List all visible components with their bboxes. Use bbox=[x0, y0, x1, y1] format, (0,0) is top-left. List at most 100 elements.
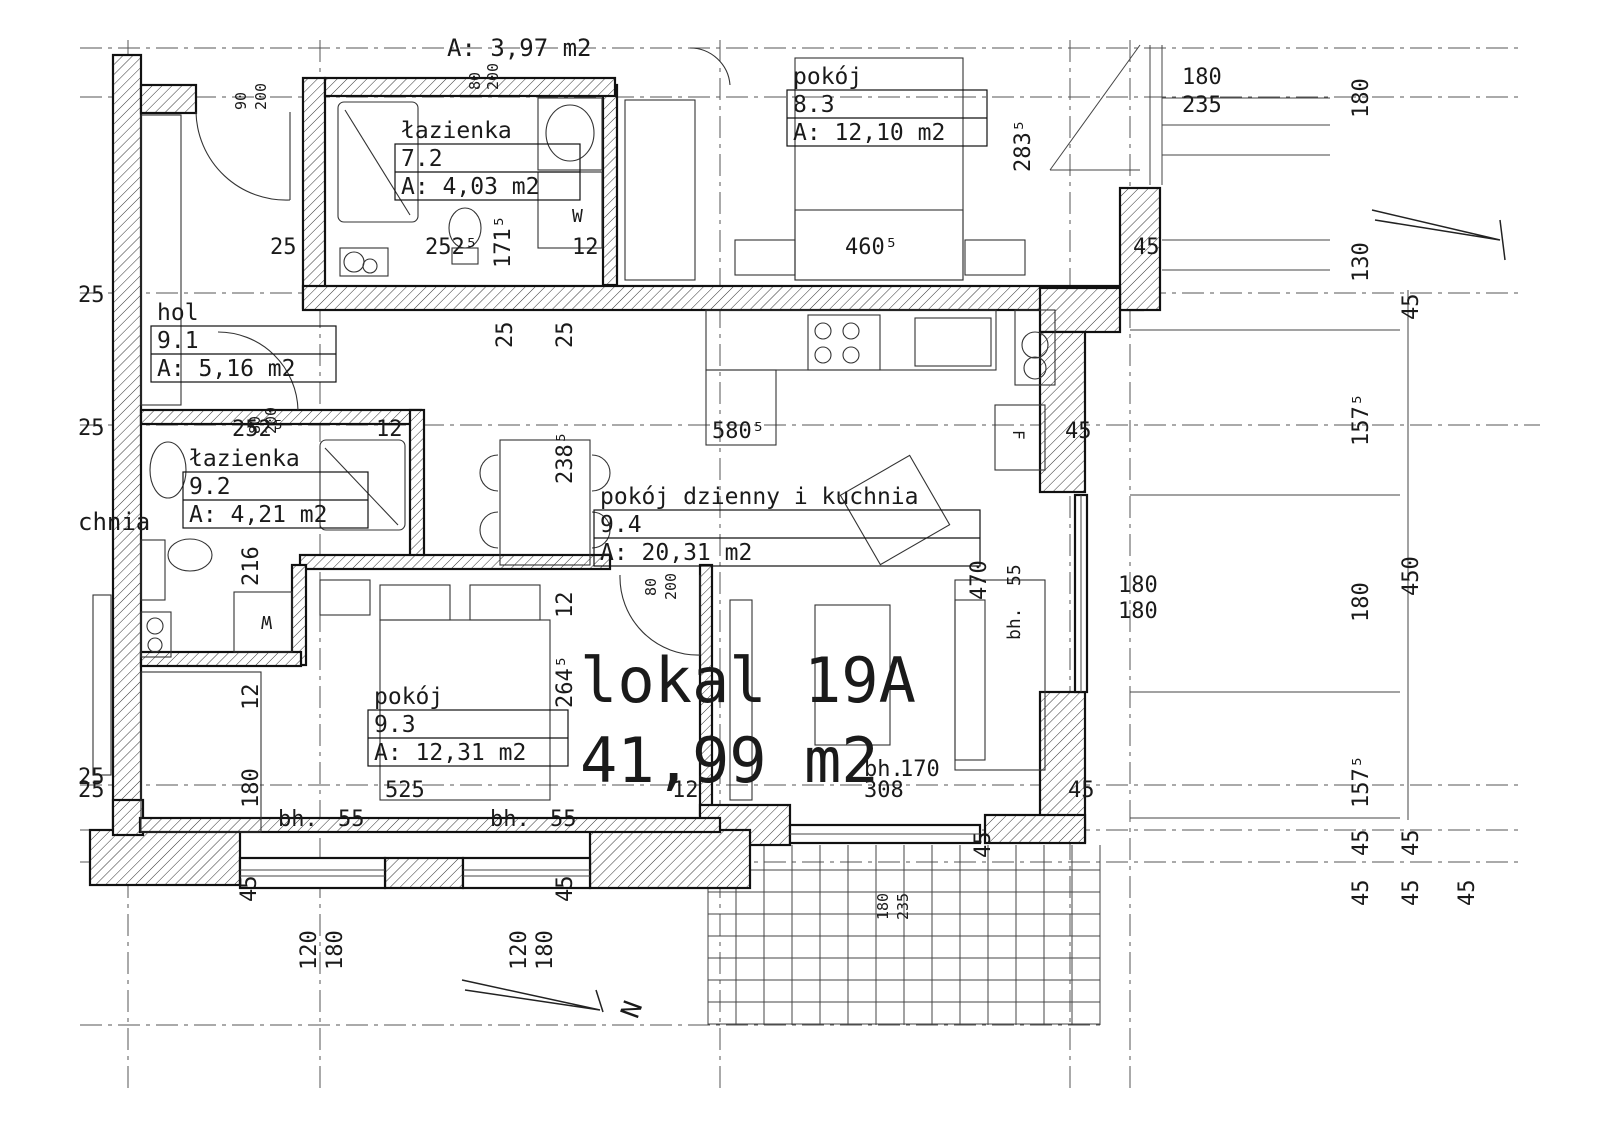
dim-200d: 200 bbox=[662, 573, 680, 600]
dim-200a: 200 bbox=[252, 83, 270, 110]
room-9-2-number: 9.2 bbox=[189, 474, 231, 500]
dim-120a: 120 bbox=[297, 930, 322, 970]
unit-label: lokal 19A 41,99 m2 bbox=[580, 644, 916, 797]
dim-80a: 80 bbox=[466, 72, 484, 90]
dim-12-door: 12 bbox=[553, 592, 578, 619]
dim-216: 216 bbox=[239, 546, 264, 586]
dim-171: 171⁵ bbox=[491, 215, 516, 268]
dim-157a: 157⁵ bbox=[1349, 393, 1374, 446]
dim-180e: 180 bbox=[533, 930, 558, 970]
room-9-3-name: pokój bbox=[374, 684, 443, 710]
balcony-top-right bbox=[1049, 44, 1330, 271]
room-9-1-number: 9.1 bbox=[157, 328, 199, 354]
bh-center-val: 170 bbox=[900, 757, 940, 782]
dim-235b: 235 bbox=[894, 893, 912, 920]
walls bbox=[88, 53, 1162, 890]
dim-25-left3: 25 bbox=[78, 765, 105, 790]
dim-525: 525 bbox=[385, 778, 425, 803]
fridge-symbol: F bbox=[1009, 430, 1028, 440]
dim-130: 130 bbox=[1349, 242, 1374, 282]
dim-180-r2: 180 bbox=[1349, 582, 1374, 622]
room-9-1-area: A: 5,16 m2 bbox=[157, 356, 295, 382]
dim-308: 308 bbox=[864, 778, 904, 803]
dim-180a: 180 bbox=[1349, 78, 1374, 118]
dim-450: 450 bbox=[1399, 556, 1424, 596]
unit-area: 41,99 m2 bbox=[580, 724, 879, 797]
balcony-bottom bbox=[707, 845, 1101, 1025]
dim-45-r6: 45 bbox=[1349, 880, 1374, 907]
dim-157b: 157⁵ bbox=[1349, 755, 1374, 808]
dim-80b: 80 bbox=[246, 416, 264, 434]
dim-180f: 180 bbox=[874, 893, 892, 920]
room-9-4-name: pokój dzienny i kuchnia bbox=[600, 484, 919, 510]
dim-25-top: 25 bbox=[270, 235, 297, 260]
dim-180b: 180 bbox=[1118, 573, 1158, 598]
dim-12-top: 12 bbox=[572, 235, 599, 260]
room-9-2-area: A: 4,21 m2 bbox=[189, 502, 327, 528]
dim-252-mid: 252⁵ bbox=[232, 417, 285, 442]
bh-2: bh. bbox=[490, 807, 530, 832]
dim-45-b1: 45 bbox=[237, 876, 262, 903]
room-9-3-area: A: 12,31 m2 bbox=[374, 740, 526, 766]
bh-1-val: 55 bbox=[338, 807, 365, 832]
cooktop-icon bbox=[807, 314, 881, 371]
dim-180c: 180 bbox=[1118, 599, 1158, 624]
room-8-3-name: pokój bbox=[793, 64, 862, 90]
room-8-3-number: 8.3 bbox=[793, 92, 835, 118]
dim-580: 580⁵ bbox=[712, 419, 765, 444]
room-9-3-number: 9.3 bbox=[374, 712, 416, 738]
dim-45-kitchen: 45 bbox=[1065, 419, 1092, 444]
dim-12-bottom: 12 bbox=[672, 778, 699, 803]
room-9-1-name: hol bbox=[157, 300, 199, 326]
dim-200c: 200 bbox=[262, 407, 280, 434]
door-swing-icon bbox=[195, 47, 731, 656]
dim-460: 460⁵ bbox=[845, 235, 898, 260]
dim-25b: 25 bbox=[553, 322, 578, 349]
room-7-2-area: A: 4,03 m2 bbox=[401, 174, 539, 200]
dim-25a: 25 bbox=[493, 322, 518, 349]
sink-icon bbox=[545, 104, 595, 162]
balcony-right bbox=[1130, 290, 1409, 820]
dim-180d: 180 bbox=[323, 930, 348, 970]
dim-180-left: 180 bbox=[239, 768, 264, 808]
room-7-2-number: 7.2 bbox=[401, 146, 443, 172]
room-label-chnia: chnia bbox=[78, 508, 150, 536]
dim-45-r3: 45 bbox=[1068, 778, 1095, 803]
svg-text:N: N bbox=[616, 997, 650, 1022]
unit-name: lokal 19A bbox=[580, 644, 916, 717]
dim-55-bh: 55 bbox=[1004, 564, 1025, 586]
dim-470: 470 bbox=[967, 560, 992, 600]
dim-45-r7: 45 bbox=[1399, 880, 1424, 907]
dim-200b: 200 bbox=[484, 63, 502, 90]
dim-45-r8: 45 bbox=[1455, 880, 1480, 907]
dim-238: 238⁵ bbox=[553, 431, 578, 484]
dim-45-b3: 45 bbox=[971, 832, 996, 859]
bh-2-val: 55 bbox=[550, 807, 577, 832]
vertical-dimension-labels: 90 200 80 200 171⁵ 283⁵ 180 130 45 25 25… bbox=[232, 63, 1480, 970]
washer-symbol-left: W bbox=[261, 611, 272, 632]
dim-25-left4: 25 bbox=[78, 778, 105, 803]
room-9-4-number: 9.4 bbox=[600, 512, 642, 538]
dimension-labels: 25 252⁵ 12 460⁵ 45 25 25 252⁵ 12 580⁵ 45… bbox=[78, 34, 1222, 832]
windows bbox=[238, 493, 1089, 890]
area-top-partial: A: 3,97 m2 bbox=[447, 34, 592, 62]
dim-12-left: 12 bbox=[239, 684, 264, 711]
bh-center: bh. bbox=[864, 757, 904, 782]
dim-12-mid: 12 bbox=[376, 417, 403, 442]
washer-symbol-top: W bbox=[572, 206, 583, 227]
dim-120b: 120 bbox=[507, 930, 532, 970]
dim-80c: 80 bbox=[642, 578, 660, 596]
bathtub-icon bbox=[337, 101, 419, 223]
dim-90: 90 bbox=[232, 92, 250, 110]
dim-25-left2: 25 bbox=[78, 416, 105, 441]
sofa-icon bbox=[954, 579, 1046, 771]
dim-283: 283⁵ bbox=[1011, 119, 1036, 172]
room-8-3-area: A: 12,10 m2 bbox=[793, 120, 945, 146]
